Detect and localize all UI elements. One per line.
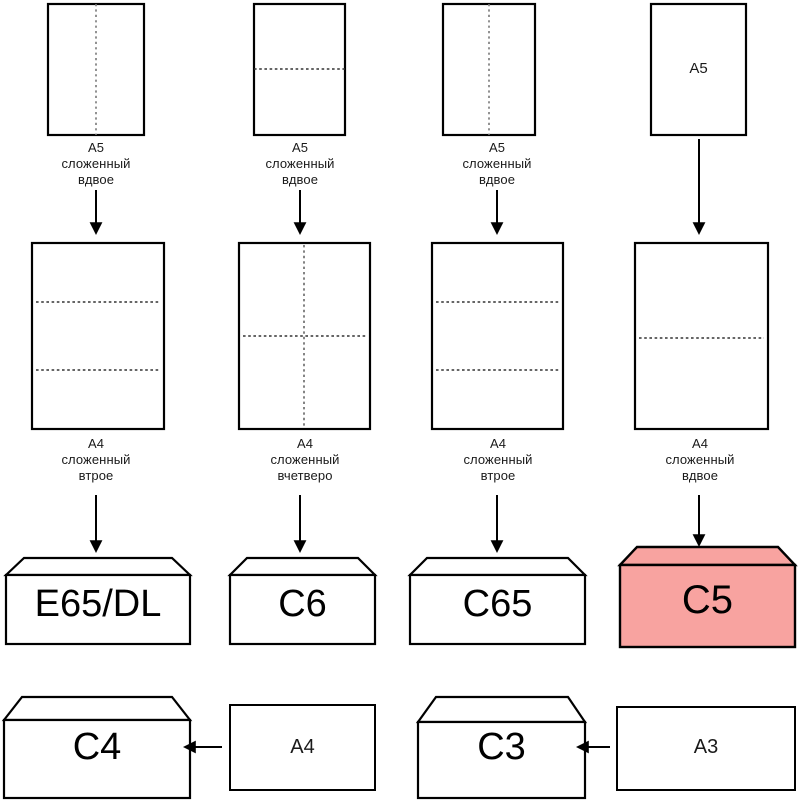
envelope-c6-shape[interactable]: [227, 556, 378, 646]
a4-sheet-trifold-3: [430, 241, 565, 431]
envelope-c3-shape[interactable]: [415, 695, 588, 800]
envelope-flap: [1, 695, 193, 722]
a5-sheet-vertical-fold-1: [46, 2, 146, 137]
caption-col1-mid: A4 сложенный втрое: [61, 436, 131, 483]
caption-col4-mid: A4 сложенный вдвое: [665, 436, 735, 483]
a4-sheet-half-fold-4: [633, 241, 770, 431]
envelope-body-highlighted: [618, 563, 797, 649]
caption-col1-top: A5 сложенный вдвое: [61, 140, 131, 187]
envelope-c65-label: C65: [462, 583, 533, 625]
a5-sheet-inner-label: A5: [689, 60, 708, 77]
envelope-c3-label: C3: [477, 726, 526, 768]
envelope-body: [4, 573, 192, 646]
envelope-body: [408, 573, 587, 646]
a5-sheet-horizontal-fold-2: [252, 2, 347, 137]
envelope-c5-shape[interactable]: [617, 545, 798, 649]
a4-sheet-bottom-label: A4: [290, 736, 315, 758]
envelope-c4-shape[interactable]: [1, 695, 193, 800]
envelope-body: [228, 573, 377, 646]
envelope-c6-label: C6: [278, 583, 327, 625]
row-envelopes: [3, 545, 798, 649]
envelope-c5-label: C5: [681, 578, 734, 622]
a3-sheet-bottom-shape: [616, 706, 796, 791]
caption-col3-top: A5 сложенный вдвое: [462, 140, 532, 187]
caption-col2-top: A5 сложенный вдвое: [265, 140, 335, 187]
row-top-sheets: [46, 2, 748, 137]
envelope-c4-label: C4: [72, 726, 122, 768]
a3-sheet-bottom-label: A3: [693, 736, 719, 758]
caption-col2-mid: A4 сложенный вчетверо: [270, 436, 340, 483]
a5-sheet-vertical-fold-3: [441, 2, 537, 137]
arrows-top-to-mid: [89, 139, 706, 235]
envelope-flap: [415, 695, 588, 724]
envelope-flap: [407, 556, 588, 577]
envelope-flap: [3, 556, 193, 577]
a4-sheet-quarter-fold-2: [237, 241, 372, 431]
envelope-flap-highlighted: [617, 545, 798, 567]
a5-sheet-plain-4: [649, 2, 748, 137]
caption-col3-mid: A4 сложенный втрое: [463, 436, 533, 483]
envelope-e65-dl-shape[interactable]: [3, 556, 193, 646]
envelope-flap: [227, 556, 378, 577]
envelope-body: [2, 718, 192, 800]
row-bottom: [1, 695, 796, 800]
row-mid-sheets: [30, 241, 770, 431]
a4-sheet-trifold-1: [30, 241, 166, 431]
envelope-e65-dl-label: E65/DL: [34, 583, 162, 625]
envelope-body: [416, 720, 587, 800]
envelope-c65-shape[interactable]: [407, 556, 588, 646]
arrows-mid-to-envelope: [89, 495, 706, 553]
a4-sheet-bottom-shape: [229, 704, 376, 791]
